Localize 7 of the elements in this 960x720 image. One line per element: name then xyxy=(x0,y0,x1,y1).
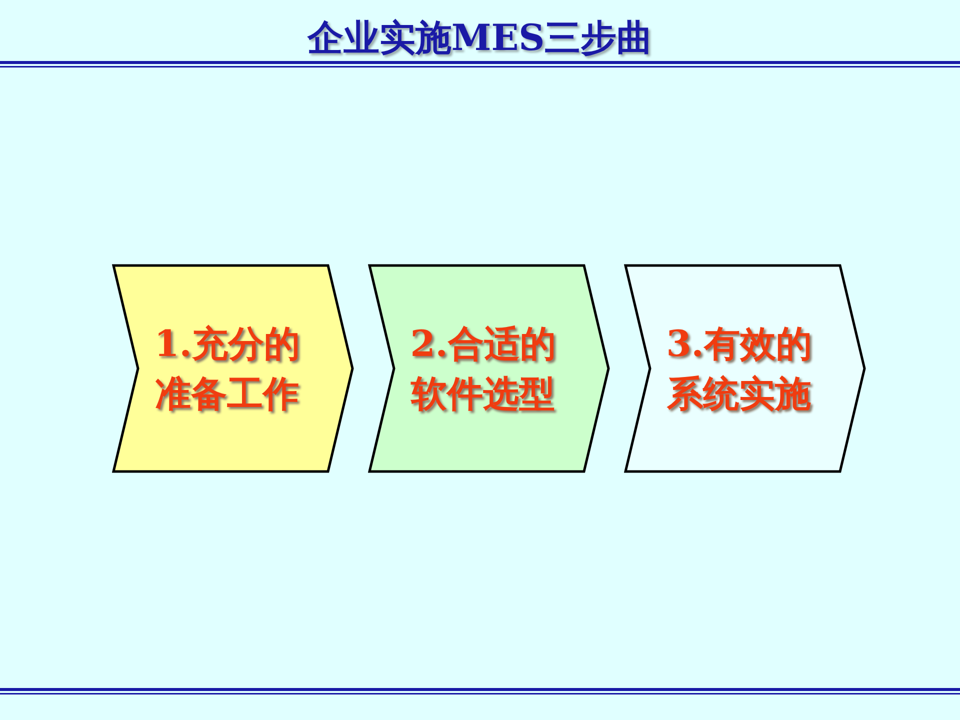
step-label: 3.有效的系统实施 xyxy=(665,322,813,417)
chevron-step xyxy=(368,264,610,473)
step-label: 1.充分的准备工作 xyxy=(153,322,301,417)
title: 企业实施MES三步曲 xyxy=(307,16,653,61)
step-label: 2.合适的软件选型 xyxy=(409,322,557,417)
chevron-step xyxy=(624,264,866,473)
chevron-step xyxy=(112,264,354,473)
